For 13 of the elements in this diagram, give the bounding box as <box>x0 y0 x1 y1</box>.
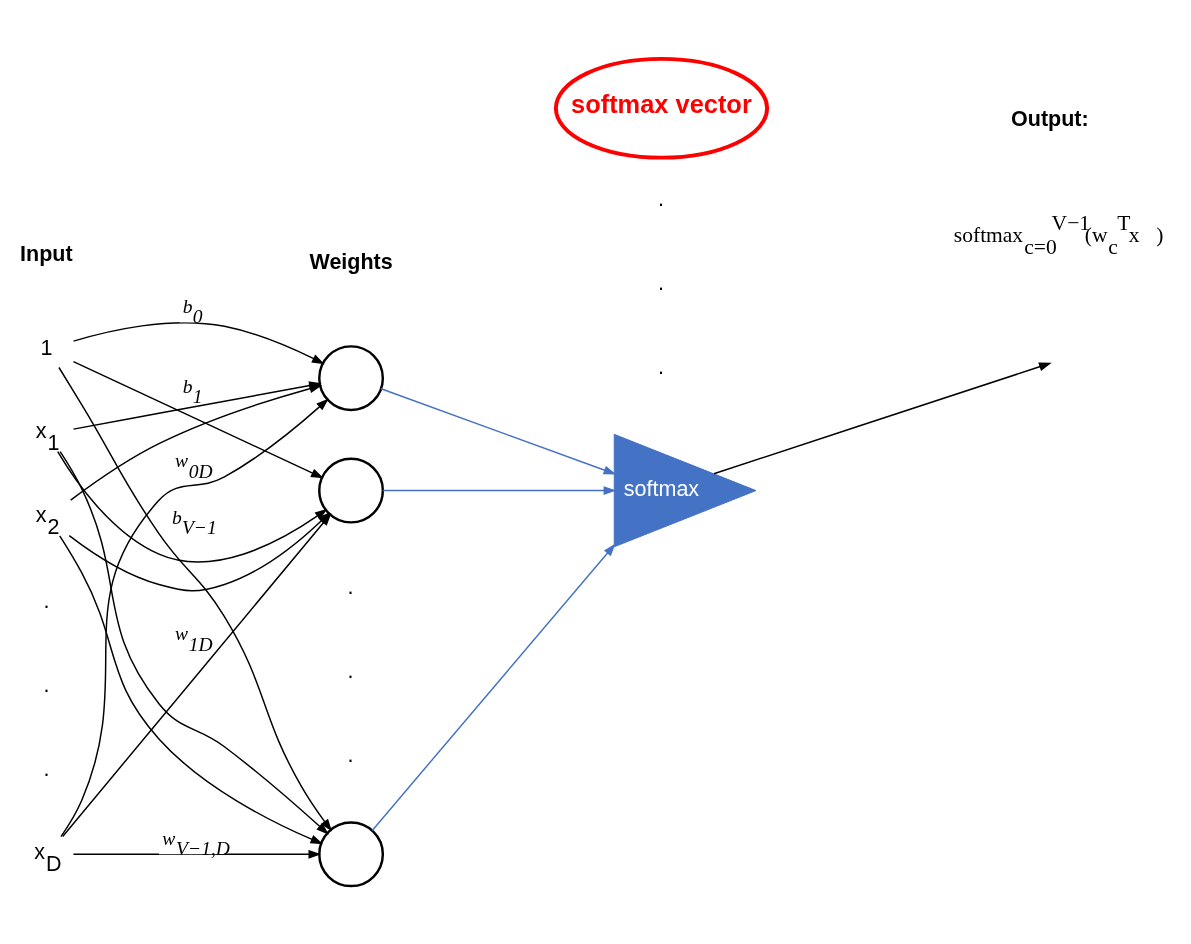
label: Output: <box>1011 106 1089 131</box>
label: . <box>658 270 665 295</box>
label: . <box>658 186 665 211</box>
label: . <box>347 742 354 767</box>
node-text: 1 <box>40 335 53 360</box>
label: Weights <box>309 249 393 274</box>
label: Input <box>20 241 73 266</box>
label: . <box>347 658 354 683</box>
label: . <box>43 756 50 781</box>
label: . <box>658 354 665 379</box>
label: . <box>43 588 50 613</box>
label: . <box>43 672 50 697</box>
label: . <box>347 574 354 599</box>
